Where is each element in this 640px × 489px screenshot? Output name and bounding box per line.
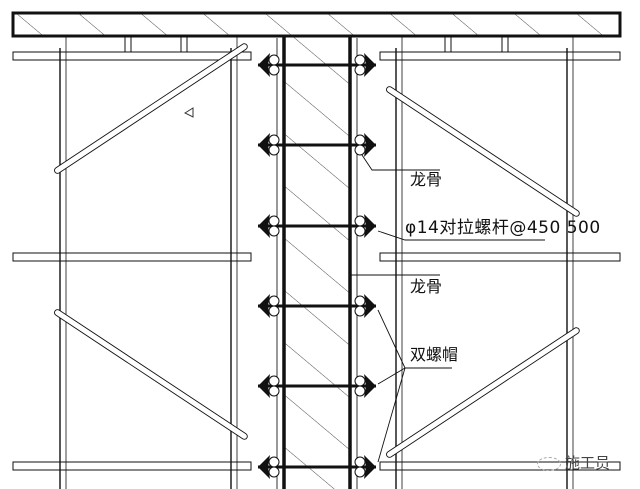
tie-bolt — [257, 132, 377, 158]
left-support-frame — [12, 36, 252, 489]
tie-bolt — [257, 293, 377, 319]
tie-bolt — [257, 373, 377, 399]
tie-bolt — [257, 52, 377, 78]
right-support-frame — [379, 36, 621, 489]
watermark: 施工员 — [537, 452, 610, 473]
keel-label-lower: 龙骨 — [410, 277, 443, 296]
leader-lines — [350, 154, 545, 463]
watermark-text: 施工员 — [565, 454, 611, 472]
tie-bolt — [257, 454, 377, 480]
tie-bolt-label: φ14对拉螺杆@450 500 — [405, 218, 601, 238]
double-nut-label: 双螺帽 — [410, 345, 459, 364]
wechat-icon — [537, 456, 561, 471]
tie-bolt — [257, 213, 377, 239]
keel-label-upper: 龙骨 — [410, 170, 443, 189]
tie-bolts — [257, 52, 377, 480]
concrete-wall — [183, 36, 358, 489]
concrete-slab — [11, 11, 622, 38]
